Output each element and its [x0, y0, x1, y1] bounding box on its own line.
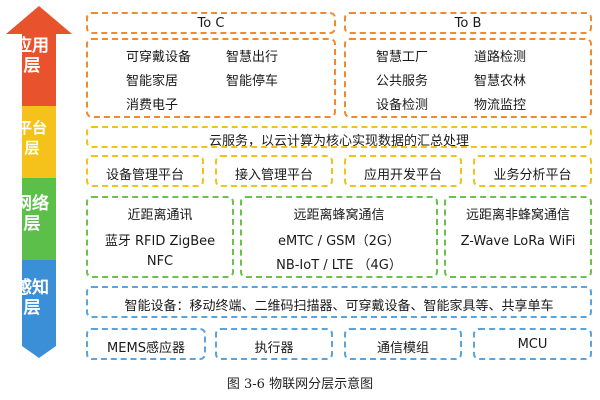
module-box: MEMS感应器: [86, 328, 206, 360]
module-label: MCU: [517, 337, 548, 352]
short-range-protocols: 蓝牙 RFID ZigBee: [104, 234, 216, 249]
module-box: 执行器: [215, 328, 333, 360]
smart-devices-text: 智能设备：移动终端、二维码扫描器、可穿戴设备、智能家具等、共享单车: [124, 299, 554, 314]
application-layer-segment: [6, 6, 72, 114]
module-label: 通信模组: [376, 341, 429, 356]
platform-label: 业务分析平台: [493, 168, 572, 183]
platform-box: 业务分析平台: [473, 155, 592, 187]
to-b-item: 智慧农林: [474, 74, 527, 89]
to-c-item: 可穿戴设备: [126, 50, 192, 65]
to-c-title: To C: [197, 16, 225, 31]
short-range-panel: 近距离通讯 蓝牙 RFID ZigBee NFC: [86, 196, 234, 278]
to-c-header: To C: [86, 12, 336, 34]
platform-label: 接入管理平台: [234, 168, 313, 183]
layer-arrow: [6, 6, 72, 358]
to-b-panel: 智慧工厂 道路检测 公共服务 智慧农林 设备检测 物流监控: [344, 38, 592, 118]
network-layer-segment: [22, 178, 56, 268]
cellular-panel: 远距离蜂窝通信 eMTC / GSM（2G） NB-IoT / LTE （4G）: [240, 196, 438, 278]
platform-label: 设备管理平台: [105, 168, 184, 183]
platform-label: 应用开发平台: [363, 168, 442, 183]
cellular-protocols: eMTC / GSM（2G）: [277, 234, 400, 249]
non-cellular-title: 远距离非蜂窝通信: [465, 208, 570, 223]
module-box: MCU: [473, 328, 592, 360]
to-b-item: 设备检测: [376, 98, 429, 113]
to-b-item: 道路检测: [474, 50, 527, 65]
to-c-item: 智能家居: [126, 74, 179, 89]
cellular-title: 远距离蜂窝通信: [293, 208, 385, 223]
platform-box: 设备管理平台: [86, 155, 204, 187]
non-cellular-panel: 远距离非蜂窝通信 Z-Wave LoRa WiFi: [444, 196, 592, 278]
cellular-protocols-2: NB-IoT / LTE （4G）: [276, 258, 402, 273]
to-c-item: 智慧出行: [226, 50, 279, 65]
to-b-item: 公共服务: [376, 74, 429, 89]
application-layer-label: 应用层: [15, 36, 49, 76]
non-cellular-protocols: Z-Wave LoRa WiFi: [460, 234, 576, 249]
short-range-title: 近距离通讯: [127, 208, 193, 223]
cloud-service-bar: 云服务，以云计算为核心实现数据的汇总处理: [86, 126, 592, 149]
to-b-header: To B: [344, 12, 592, 34]
to-b-title: To B: [454, 16, 482, 31]
module-label: 执行器: [254, 341, 294, 356]
to-c-panel: 可穿戴设备 智慧出行 智能家居 智能停车 消费电子: [86, 38, 336, 118]
perception-layer-segment: [22, 260, 56, 358]
to-c-item: 消费电子: [126, 98, 179, 113]
to-c-item: 智能停车: [226, 74, 279, 89]
platform-layer-label: 平台层: [16, 119, 47, 157]
module-label: MEMS感应器: [107, 341, 185, 356]
to-b-item: 物流监控: [474, 98, 527, 113]
smart-devices-bar: 智能设备：移动终端、二维码扫描器、可穿戴设备、智能家具等、共享单车: [86, 286, 592, 318]
cloud-service-text: 云服务，以云计算为核心实现数据的汇总处理: [208, 134, 469, 149]
network-layer-label: 网络层: [15, 194, 49, 234]
platform-box: 应用开发平台: [344, 155, 462, 187]
platform-layer-segment: [22, 106, 56, 186]
module-box: 通信模组: [344, 328, 462, 360]
figure-caption: 图 3-6 物联网分层示意图: [226, 377, 374, 392]
perception-layer-label: 感知层: [15, 278, 49, 318]
to-b-item: 智慧工厂: [376, 50, 429, 65]
short-range-protocols-2: NFC: [146, 254, 174, 269]
platform-box: 接入管理平台: [215, 155, 333, 187]
